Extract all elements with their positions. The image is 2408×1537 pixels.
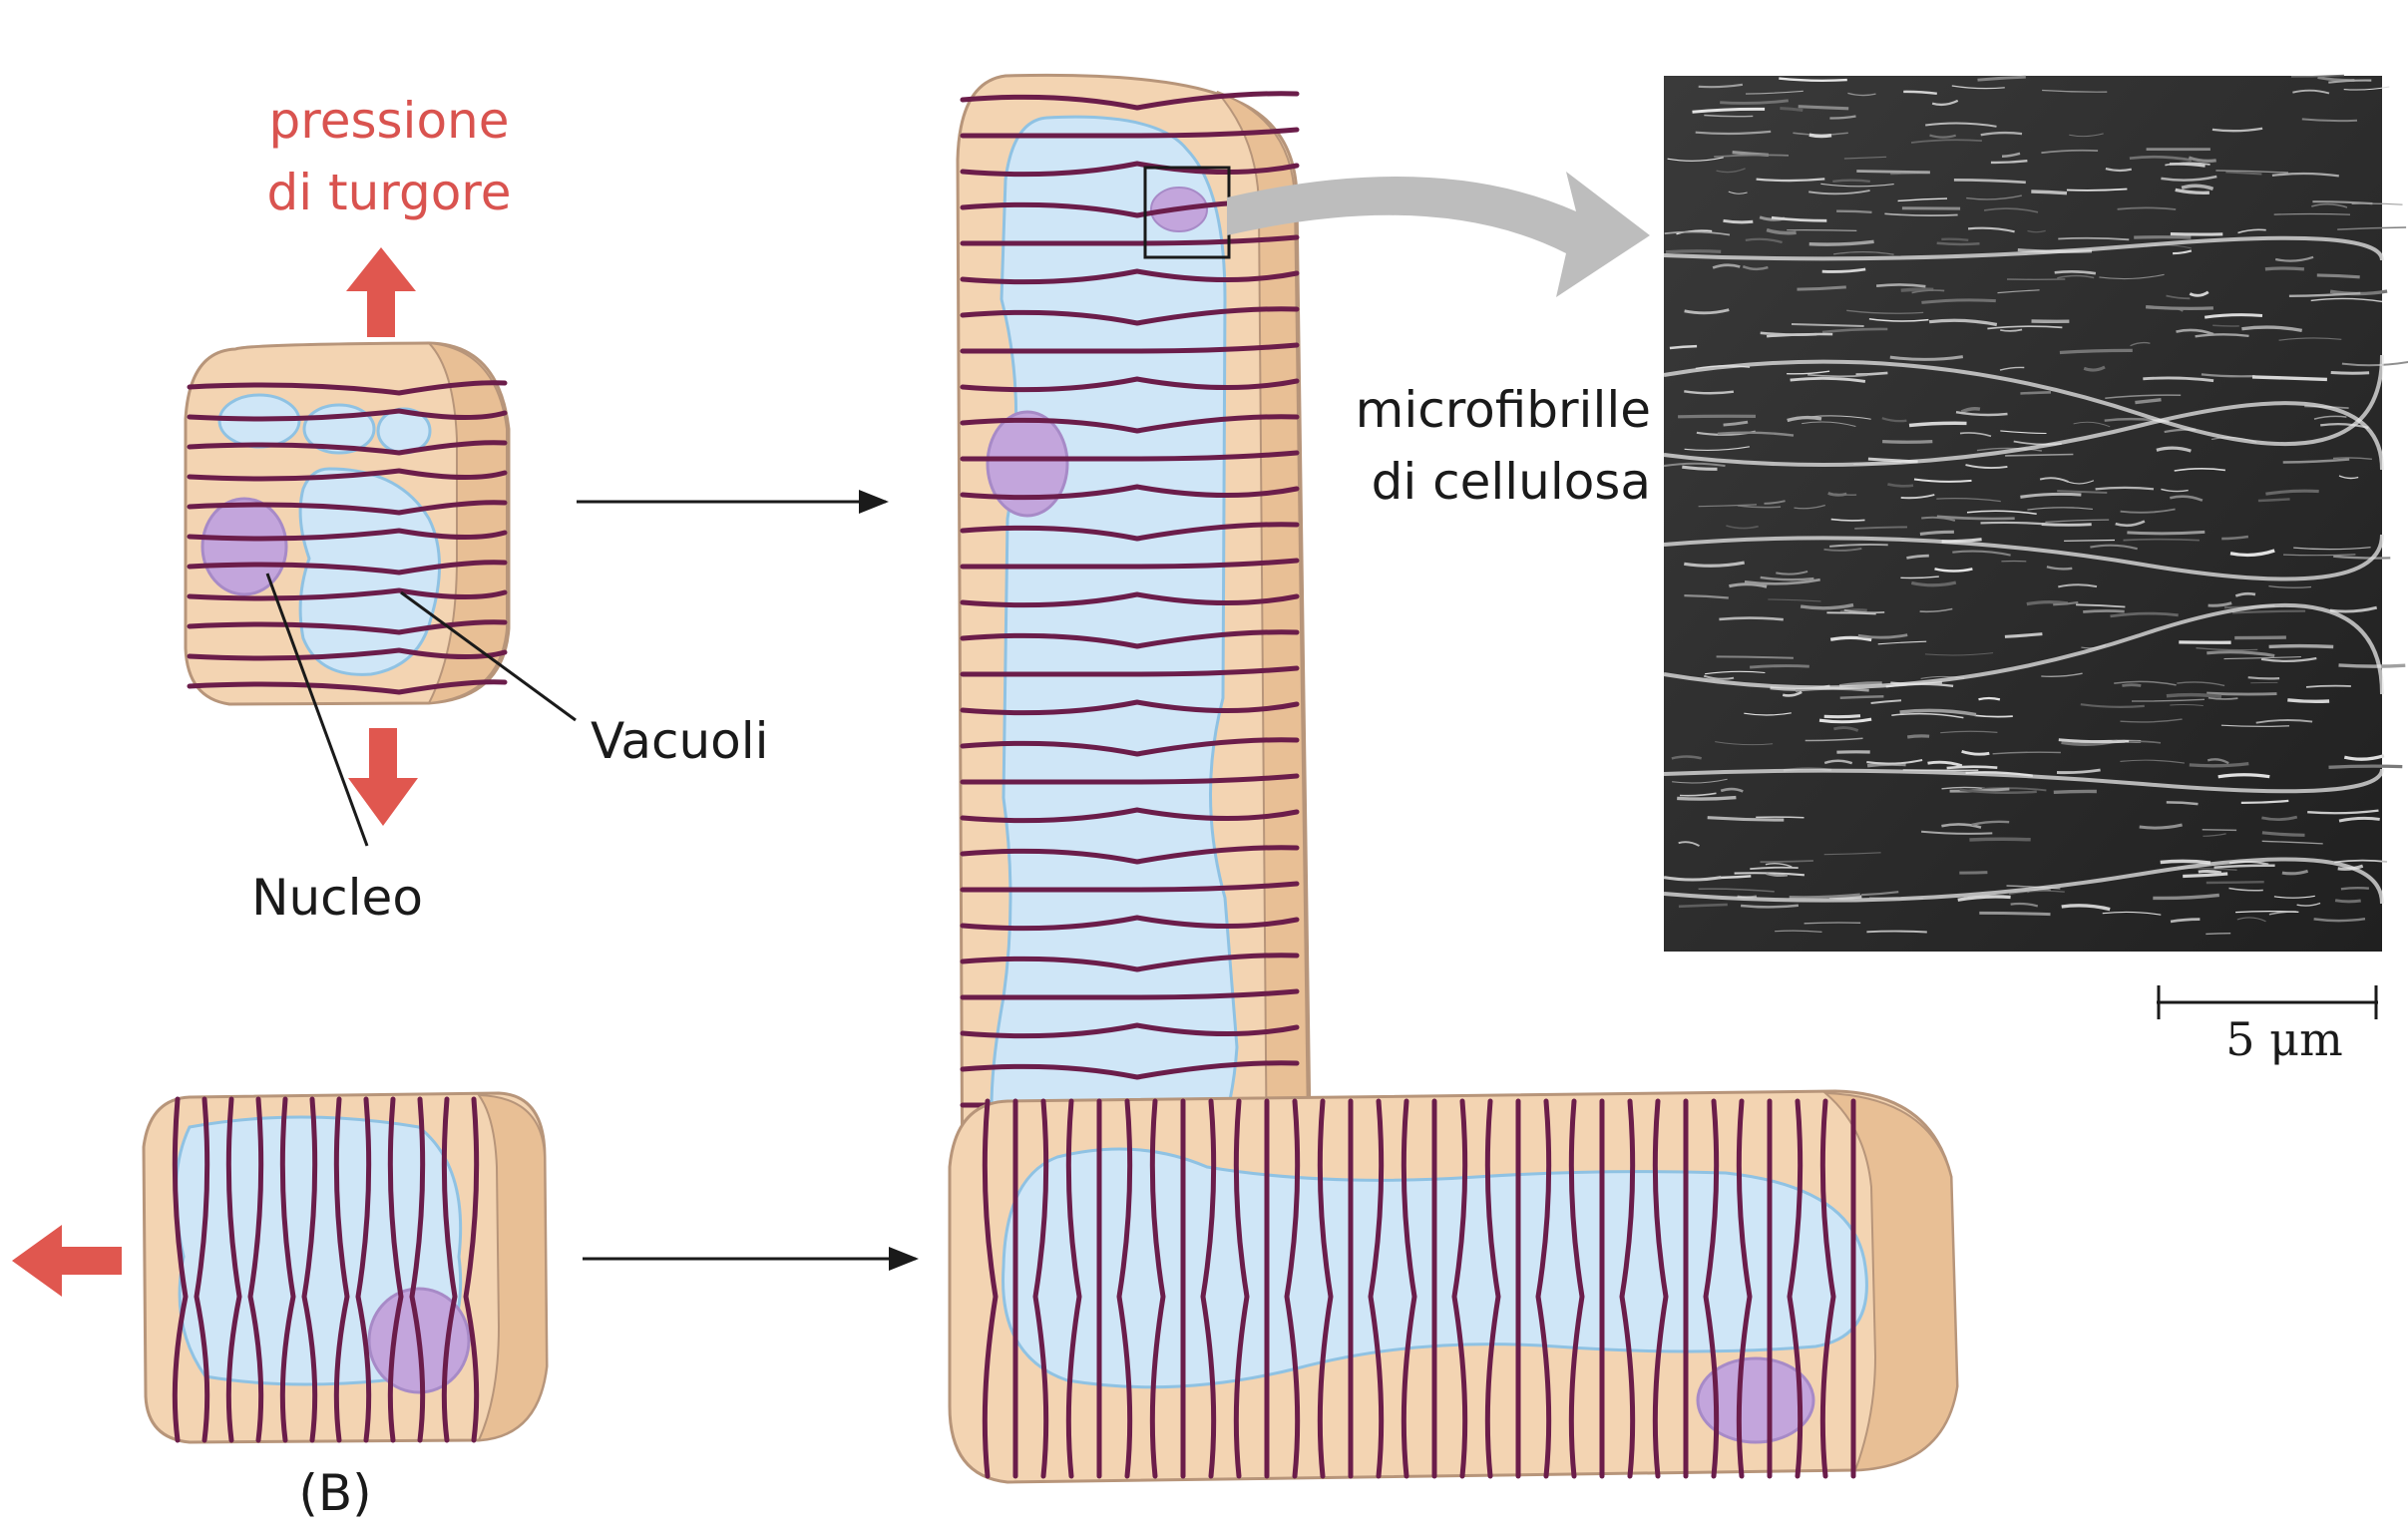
sem-texture-stroke [1907,736,1929,737]
cell-initial-b [144,1093,547,1442]
sem-texture-stroke [2054,791,2097,792]
cell-initial [186,343,509,704]
sem-texture-stroke [1856,373,1888,375]
sem-texture-stroke [1756,817,1804,818]
sem-texture-stroke [2042,525,2092,526]
sem-texture-stroke [2083,610,2125,611]
sem-texture-stroke [1866,932,1926,933]
sem-texture-stroke [1724,220,1754,222]
sem-texture-stroke [2199,872,2221,873]
sem-texture-stroke [2331,373,2369,374]
sem-texture-stroke [1824,716,1860,717]
sem-texture-stroke [2265,268,2304,269]
turgor-arrow-left-icon [12,1225,122,1297]
sem-texture-stroke [1856,172,1930,173]
sem-texture-stroke [2020,392,2051,393]
sem-texture-stroke [2234,637,2286,638]
turgor-label-line1: pressione [269,92,510,150]
sem-texture-stroke [2203,830,2236,831]
sem-texture-stroke [2335,901,2361,902]
sem-texture-stroke [2122,685,2141,686]
vacuoles-label: Vacuoli [591,712,769,770]
nucleus-2 [988,412,1067,516]
sem-texture-stroke [1836,211,1871,212]
turgor-arrow-down-icon [348,728,418,826]
sem-texture-stroke [1750,666,1809,668]
sem-texture-stroke [2064,541,2115,542]
sem-texture-stroke [1678,416,1756,417]
panel-b-label: (B) [298,1464,371,1522]
sem-texture-stroke [1969,839,2030,840]
nucleus-label: Nucleo [251,869,423,927]
sem-texture-stroke [2317,275,2360,277]
sem-texture-stroke [2206,934,2230,935]
cell-elongated-horizontal [950,1091,1957,1482]
sem-texture-stroke [1809,135,1831,136]
sem-micrograph [1664,76,2408,953]
sem-texture-stroke [1832,181,1870,182]
sem-texture-stroke [1719,876,1751,878]
sem-texture-stroke [2127,532,2205,533]
nucleus-1 [202,499,286,594]
sem-texture-stroke [2207,693,2276,694]
sem-texture-stroke [1979,913,2050,914]
sem-texture-stroke [2146,307,2213,309]
sem-texture-stroke [2167,695,2221,697]
microfibrils-label-line1: microfibrille [1356,381,1651,439]
sem-texture-stroke [2269,646,2334,647]
turgor-label-line2: di turgore [266,164,511,221]
sem-texture-stroke [2339,665,2406,666]
sem-texture-stroke [2341,888,2369,889]
sem-texture-stroke [2207,882,2264,883]
sem-texture-stroke [1959,873,1987,874]
sem-texture-stroke [2212,325,2239,326]
sem-texture-stroke [2258,499,2290,501]
sem-texture-stroke [2031,192,2067,193]
sem-texture-stroke [1666,251,1721,252]
turgor-arrow-up-icon [346,247,416,337]
scale-bar-label: 5 μm [2225,1012,2342,1066]
microfibrils-label-line2: di cellulosa [1372,453,1651,511]
sem-texture-stroke [1947,767,1998,768]
sem-texture-stroke [1677,798,1736,799]
sem-texture-stroke [2329,766,2403,767]
sem-texture-stroke [1799,107,1849,109]
sem-texture-stroke [2274,214,2350,215]
sem-texture-stroke [1937,243,1980,244]
sem-texture-stroke [1840,696,1884,698]
sem-texture-stroke [2287,700,2329,702]
sem-texture-stroke [1941,239,1968,240]
sem-texture-stroke [2248,677,2279,678]
sem-texture-stroke [1882,442,1932,443]
sem-texture-stroke [2161,861,2210,863]
